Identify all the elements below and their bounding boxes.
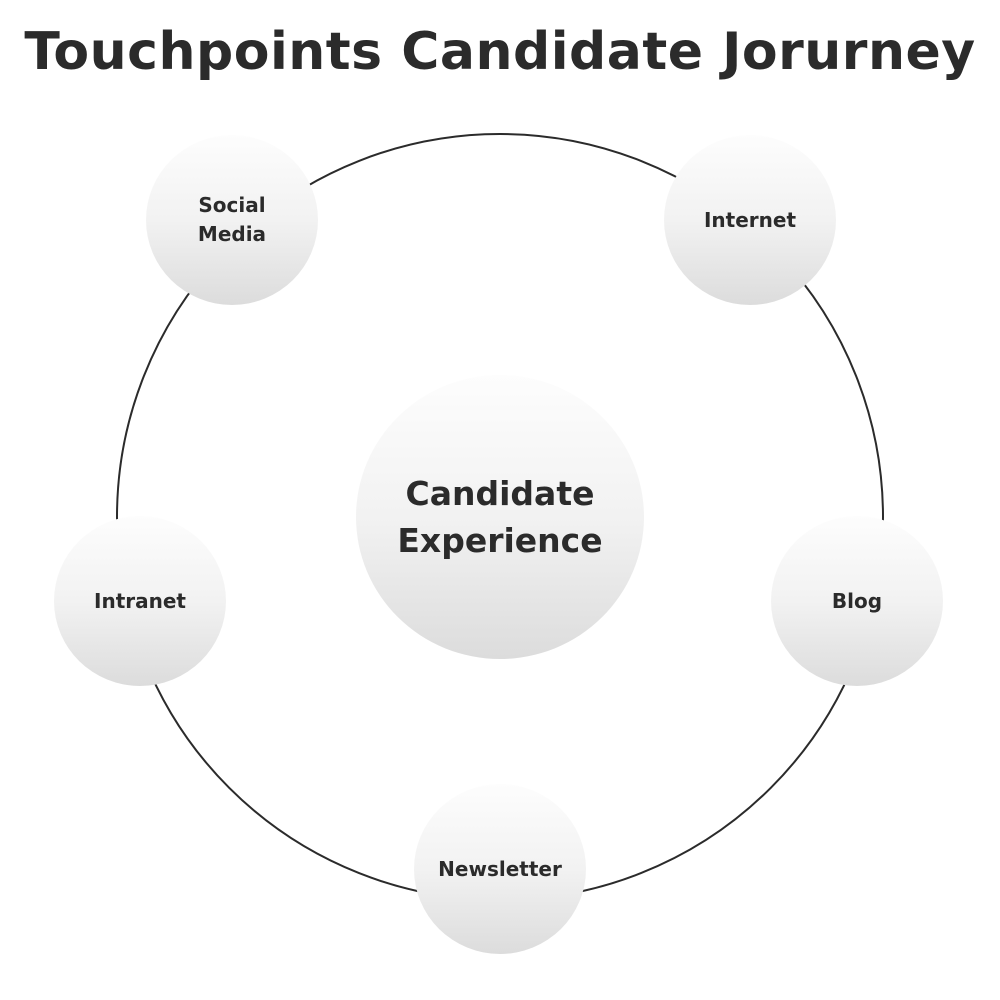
touchpoint-social-media: Social Media xyxy=(146,135,318,305)
touchpoint-label: Blog xyxy=(831,588,883,613)
center-node-label: Candidate Experience xyxy=(397,474,603,560)
touchpoint-label: Internet xyxy=(703,207,797,232)
touchpoint-label: Intranet xyxy=(94,588,186,613)
diagram-title: Touchpoints Candidate Jorurney xyxy=(24,22,976,82)
touchpoint-label: Newsletter xyxy=(438,856,562,881)
touchpoint-intranet: Intranet xyxy=(54,516,226,686)
touchpoint-label: Social Media xyxy=(197,193,267,246)
touchpoint-blog: Blog xyxy=(771,516,943,686)
center-node-candidate-experience: Candidate Experience xyxy=(356,375,644,659)
touchpoint-newsletter: Newsletter xyxy=(414,784,586,954)
touchpoint-internet: Internet xyxy=(664,135,836,305)
